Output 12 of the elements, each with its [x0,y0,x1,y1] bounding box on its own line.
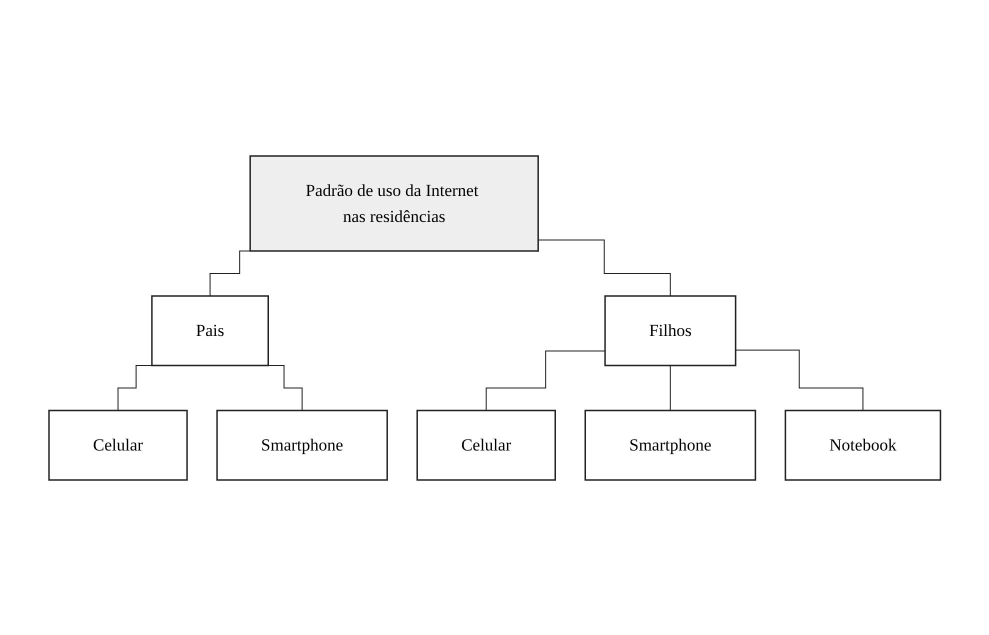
node-box: Pais [150,294,269,366]
node-box: Filhos [604,294,736,366]
node-box: Smartphone [216,409,388,480]
node-box: Smartphone [584,409,756,480]
node-box: Notebook [784,409,941,480]
connector [734,349,864,410]
node-box: Celular [48,409,188,480]
connector [670,364,671,410]
connector [486,350,606,410]
connector [537,239,671,296]
node-box: Celular [416,409,556,480]
node-box: Padrão de uso da Internet nas residências [249,154,539,252]
